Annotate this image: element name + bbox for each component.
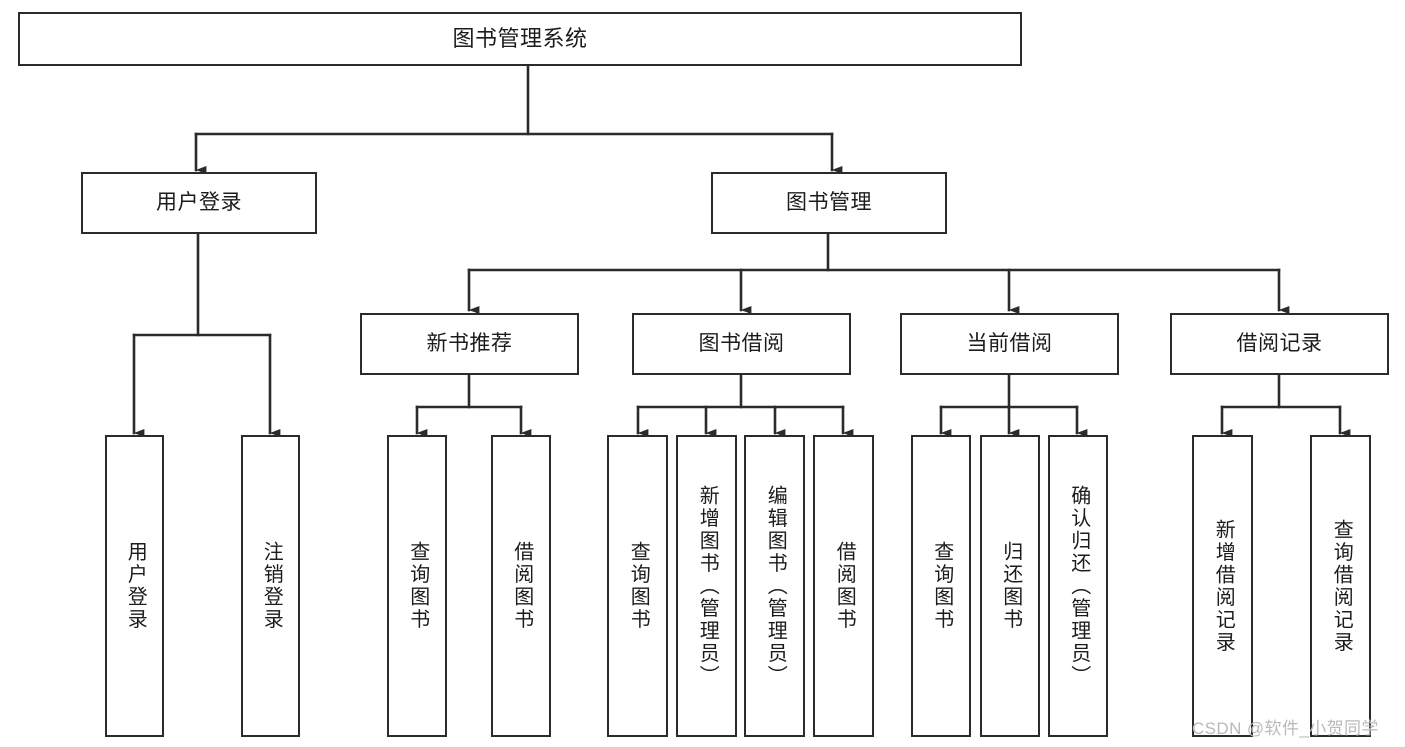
leaf-borrow-book-recommend[interactable]: 借阅图书 [491,435,551,737]
leaf-borrow-book[interactable]: 借阅图书 [813,435,874,737]
leaf-confirm-return-admin[interactable]: 确认归还（管理员） [1048,435,1108,737]
node-label: 查询图书 [930,541,953,631]
node-label: 图书管理 [786,190,872,214]
node-user-login[interactable]: 用户登录 [81,172,317,234]
leaf-query-book-recommend[interactable]: 查询图书 [387,435,447,737]
leaf-return-book[interactable]: 归还图书 [980,435,1040,737]
node-label: 查询图书 [627,541,650,631]
node-label: 查询借阅记录 [1330,518,1353,654]
node-label: 借阅记录 [1236,331,1323,355]
leaf-edit-book-admin[interactable]: 编辑图书（管理员） [744,435,805,737]
node-label: 图书管理系统 [452,26,588,52]
node-label: 图书借阅 [698,331,785,355]
node-label: 编辑图书（管理员） [764,484,787,688]
leaf-add-book-admin[interactable]: 新增图书（管理员） [676,435,737,737]
leaf-user-login[interactable]: 用户登录 [105,435,164,737]
node-label: 用户登录 [124,541,147,631]
node-borrow-record[interactable]: 借阅记录 [1170,313,1389,375]
node-book-management[interactable]: 图书管理 [711,172,947,234]
node-label: 当前借阅 [966,331,1053,355]
node-label: 用户登录 [156,190,242,214]
leaf-logout[interactable]: 注销登录 [241,435,300,737]
node-label: 借阅图书 [510,541,533,631]
node-new-book-recommend[interactable]: 新书推荐 [360,313,579,375]
leaf-add-borrow-record[interactable]: 新增借阅记录 [1192,435,1253,737]
node-label: 新增借阅记录 [1212,518,1235,654]
node-label: 新书推荐 [426,331,513,355]
node-label: 查询图书 [406,541,429,631]
leaf-query-book-borrow[interactable]: 查询图书 [607,435,668,737]
node-root-book-management-system[interactable]: 图书管理系统 [18,12,1022,66]
node-label: 归还图书 [999,541,1022,631]
node-book-borrow[interactable]: 图书借阅 [632,313,851,375]
leaf-query-borrow-record[interactable]: 查询借阅记录 [1310,435,1371,737]
leaf-query-book-current[interactable]: 查询图书 [911,435,971,737]
node-current-borrow[interactable]: 当前借阅 [900,313,1119,375]
node-label: 借阅图书 [833,541,856,631]
node-label: 新增图书（管理员） [696,484,719,688]
node-label: 注销登录 [260,541,283,631]
node-label: 确认归还（管理员） [1067,484,1090,688]
